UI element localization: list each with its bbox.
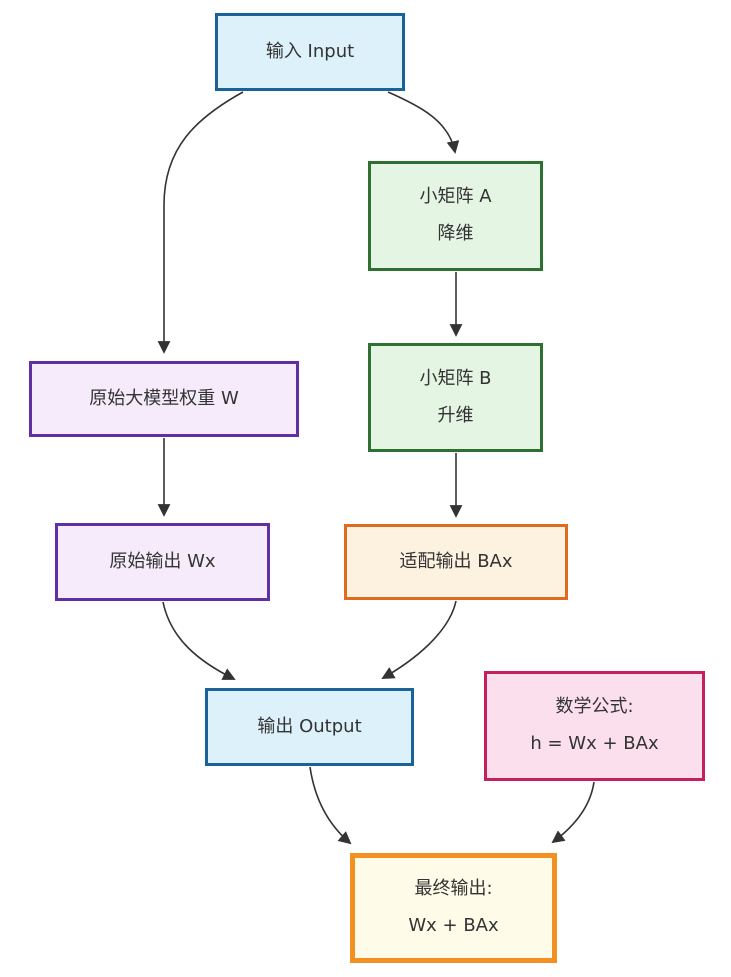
node-output-bax: 适配输出 BAx: [344, 524, 568, 600]
node-matrix-a-label-line1: 小矩阵 A: [419, 186, 492, 208]
node-weight-w-label: 原始大模型权重 W: [89, 387, 239, 409]
node-output: 输出 Output: [205, 688, 414, 766]
node-final: 最终输出: Wx + BAx: [350, 853, 557, 963]
node-formula-label-line1: 数学公式:: [555, 696, 634, 718]
edge-formula-to-final: [551, 781, 595, 844]
node-matrix-b: 小矩阵 B 升维: [368, 343, 543, 452]
node-weight-w: 原始大模型权重 W: [29, 361, 299, 437]
node-output-label: 输出 Output: [257, 715, 362, 737]
node-final-label-line1: 最终输出:: [414, 878, 493, 900]
edge-input-to-weight-w: [157, 91, 244, 354]
node-matrix-a: 小矩阵 A 降维: [368, 161, 543, 271]
node-output-wx-label: 原始输出 Wx: [109, 550, 216, 572]
node-matrix-b-label-line1: 小矩阵 B: [419, 367, 492, 389]
node-output-bax-label: 适配输出 BAx: [399, 550, 513, 572]
node-input: 输入 Input: [215, 13, 405, 91]
edge-output-bax-to-output: [381, 600, 457, 679]
node-input-label: 输入 Input: [265, 40, 355, 62]
edge-output-wx-to-output: [162, 601, 236, 680]
node-formula-label-line2: h = Wx + BAx: [530, 733, 659, 754]
node-formula: 数学公式: h = Wx + BAx: [484, 671, 705, 781]
edge-output-to-final: [309, 766, 352, 845]
node-matrix-a-label-line2: 降维: [437, 223, 474, 244]
edge-input-to-matrix-a: [387, 91, 460, 154]
node-output-wx: 原始输出 Wx: [55, 523, 270, 601]
node-matrix-b-label-line2: 升维: [437, 404, 474, 426]
node-final-label-line2: Wx + BAx: [408, 915, 499, 936]
